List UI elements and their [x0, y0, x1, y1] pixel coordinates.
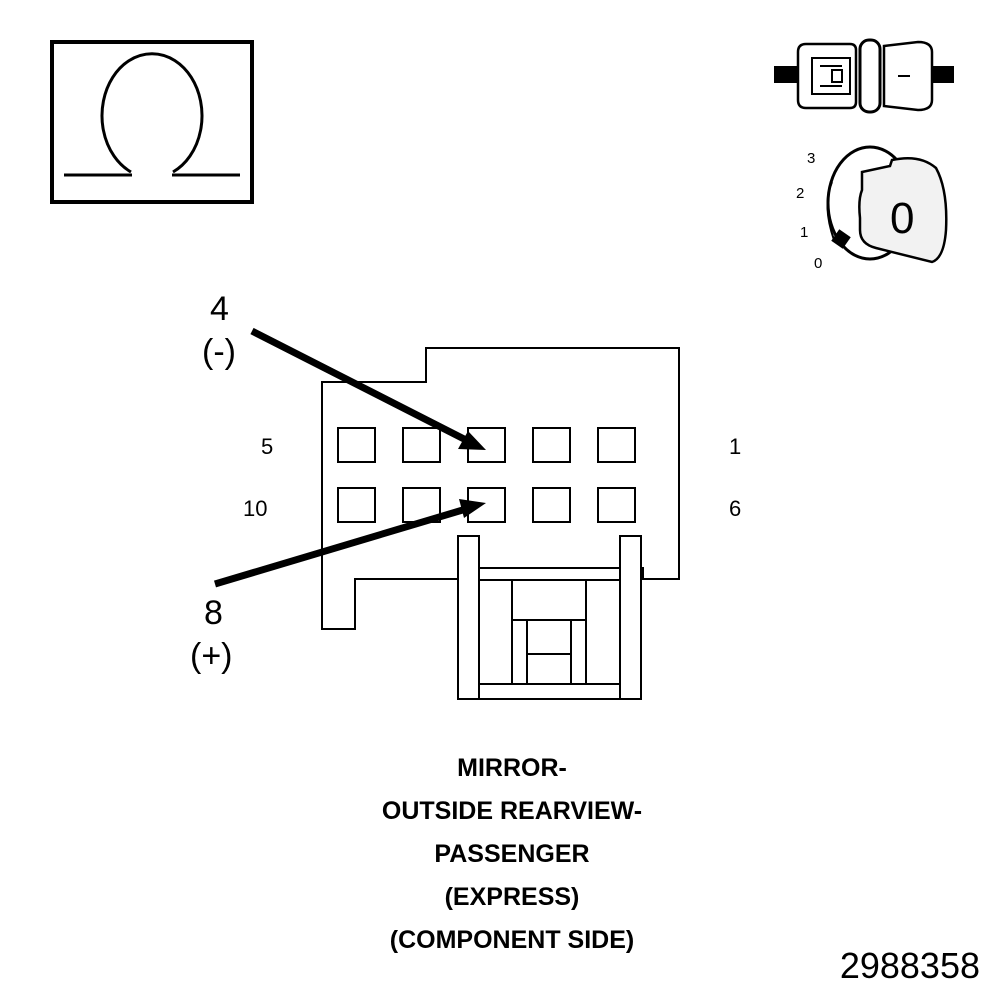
pin-cavity-1: [597, 427, 636, 463]
callout-pin-4-polarity: (-): [202, 333, 236, 371]
caption-line-2: OUTSIDE REARVIEW-: [382, 797, 642, 825]
callout-pin-4-number: 4: [210, 290, 229, 328]
caption-line-4: (EXPRESS): [445, 883, 580, 911]
callout-pin-8-polarity: (+): [190, 637, 233, 675]
pin-cavity-7: [532, 487, 571, 523]
pin-cavity-2: [532, 427, 571, 463]
ignition-position-2: 2: [796, 185, 804, 202]
pin-label-10: 10: [243, 496, 267, 521]
callout-arrow-pin-4: [250, 327, 486, 450]
pin-cavity-10: [337, 487, 376, 523]
pin-cavity-5: [337, 427, 376, 463]
connector-face: [321, 347, 680, 700]
callout-pin-8-number: 8: [204, 594, 223, 632]
disconnected-connector-icon: [774, 38, 954, 114]
pin-label-5: 5: [261, 434, 273, 459]
pin-label-1: 1: [729, 434, 741, 459]
pin-cavities: [337, 427, 636, 523]
diagram-caption: MIRROR- OUTSIDE REARVIEW- PASSENGER (EXP…: [382, 754, 642, 954]
ignition-position-1: 1: [800, 224, 808, 241]
pin-label-6: 6: [729, 496, 741, 521]
connector-latch: [457, 535, 642, 700]
caption-line-3: PASSENGER: [434, 840, 589, 868]
caption-line-1: MIRROR-: [457, 754, 567, 782]
ignition-position-3: 3: [807, 150, 815, 167]
callout-arrow-pin-8: [213, 499, 486, 588]
figure-id: 2988358: [840, 945, 980, 986]
ignition-position-0: 0: [814, 255, 822, 272]
pin-cavity-4-top-row-2: [402, 427, 441, 463]
caption-line-5: (COMPONENT SIDE): [390, 926, 634, 954]
ignition-key-icon: 0 3 2 1 0: [796, 145, 948, 272]
ohm-symbol-icon: [50, 40, 254, 204]
key-letter: 0: [890, 194, 914, 243]
pin-cavity-6: [597, 487, 636, 523]
